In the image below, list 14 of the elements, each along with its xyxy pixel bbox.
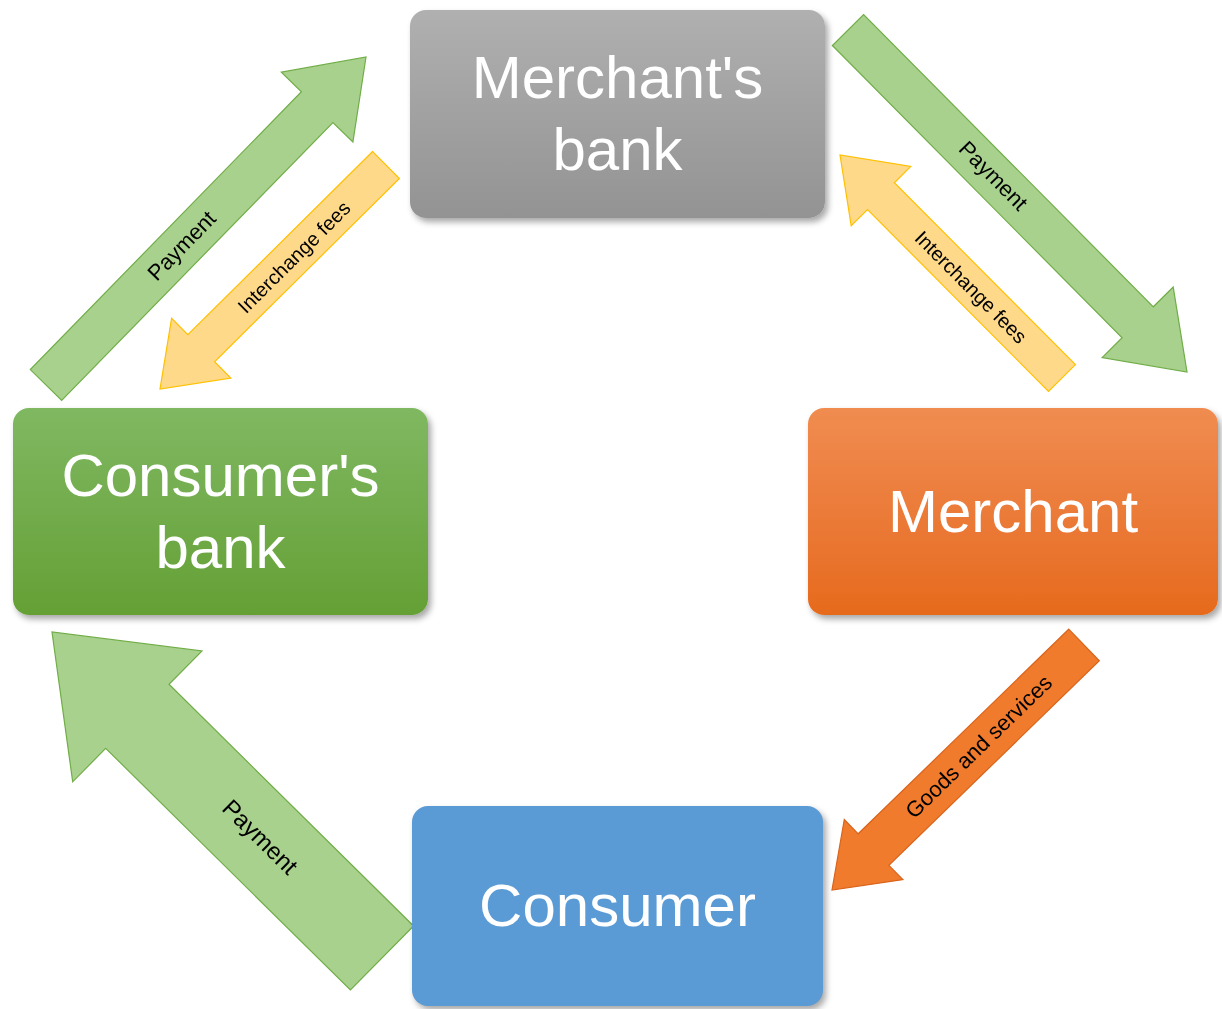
block-arrow (29, 56, 367, 402)
process-box (13, 408, 428, 615)
process-box (412, 806, 823, 1006)
block-arrow (51, 631, 415, 991)
block-arrow (839, 154, 1077, 393)
block-arrow (159, 150, 401, 390)
process-box (808, 408, 1218, 615)
node-label: Merchant (887, 476, 1139, 547)
block-arrow (831, 628, 1101, 891)
block-arrow (831, 13, 1188, 373)
node-label: Consumer (479, 871, 756, 941)
node-label: Merchant's bank (470, 43, 765, 185)
process-box (410, 10, 825, 218)
node-label: Consumer's bank (60, 440, 381, 583)
